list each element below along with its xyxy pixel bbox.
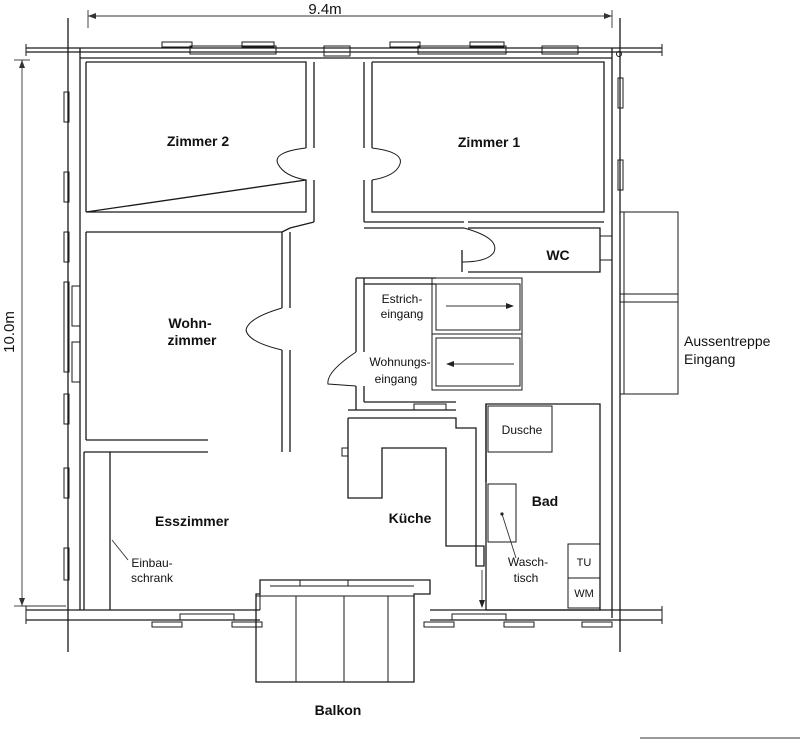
bath-fixtures: [487, 405, 601, 609]
windows-right: [617, 77, 624, 191]
room-label-zimmer-2: Zimmer 2: [167, 133, 229, 149]
room-label-wohnzimmer-1: Wohn-: [168, 315, 212, 331]
label-tu: TU: [577, 557, 592, 569]
room-label-zimmer-1: Zimmer 1: [458, 134, 520, 150]
room-label-kueche: Küche: [389, 510, 432, 526]
windows-top: [161, 41, 579, 57]
label-dusche: Dusche: [502, 423, 543, 437]
einbauschrank-leader: [111, 539, 129, 561]
room-label-balkon: Balkon: [315, 702, 362, 718]
interior-walls: [83, 61, 613, 611]
label-aussentreppe: Aussentreppe: [684, 333, 771, 349]
label-wm: WM: [574, 588, 594, 600]
label-waschtisch-2: tisch: [514, 571, 539, 585]
windows-left: [63, 91, 81, 581]
dimension-lines: [14, 10, 613, 607]
width-dimension-label: 9.4m: [308, 1, 341, 18]
label-einbau-1: Einbau-: [131, 556, 172, 570]
estrich-stair: [431, 277, 523, 335]
balcony: [255, 579, 431, 683]
wohnungs-stair: [431, 333, 523, 391]
label-estrich-1: Estrich-: [382, 292, 423, 306]
door-swings: [245, 147, 496, 387]
label-estrich-2: eingang: [381, 307, 424, 321]
outer-walls: [25, 18, 663, 652]
kitchen-counter: [341, 417, 485, 608]
label-wohnungs-2: eingang: [375, 372, 418, 386]
room-label-bad: Bad: [532, 493, 558, 509]
label-eingang: Eingang: [684, 351, 735, 367]
label-einbau-2: schrank: [131, 571, 174, 585]
label-waschtisch-1: Wasch-: [508, 555, 548, 569]
height-dimension-label: 10.0m: [1, 311, 18, 353]
room-label-wc: WC: [546, 247, 569, 263]
room-label-esszimmer: Esszimmer: [155, 513, 229, 529]
room-label-wohnzimmer-2: zimmer: [167, 332, 217, 348]
label-wohnungs-1: Wohnungs-: [369, 355, 430, 369]
exterior-stairs: [619, 211, 679, 395]
windows-bottom: [151, 613, 613, 628]
